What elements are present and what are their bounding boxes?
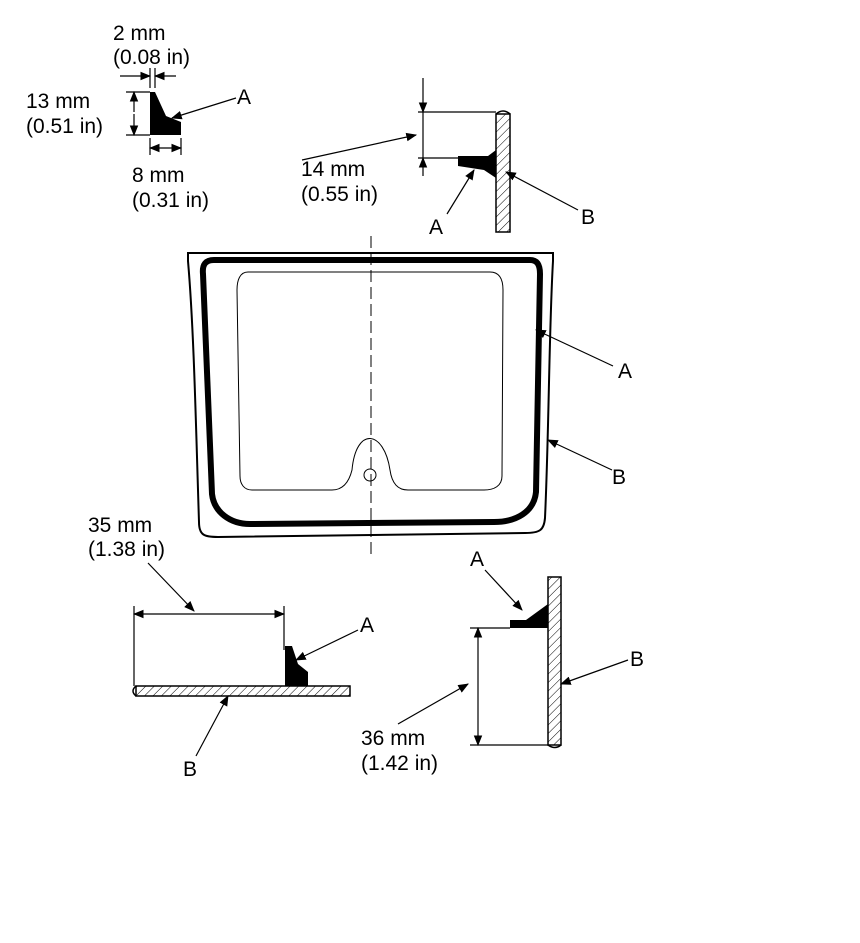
leader-arrow: [484, 569, 523, 611]
leader-arrow: [547, 439, 613, 471]
sensor-circle: [363, 468, 377, 482]
leader-arrow: [535, 329, 614, 367]
dim-width-in: (0.31 in): [132, 189, 209, 212]
leader-arrow: [295, 629, 359, 661]
dim-mm: 35 mm: [88, 514, 152, 537]
detail-bottom-left: 35 mm (1.38 in) A B: [88, 514, 374, 781]
leader-arrow: [170, 97, 237, 120]
dim-width-mm: 8 mm: [132, 164, 185, 187]
label-a: A: [360, 614, 374, 637]
label-a: A: [429, 216, 443, 239]
dim-thickness-in: (0.08 in): [113, 46, 190, 69]
seal-bead: [199, 257, 544, 528]
dim-in: (1.42 in): [361, 752, 438, 775]
dim-height-in: (0.51 in): [26, 115, 103, 138]
leader-arrow: [147, 562, 195, 612]
label-b: B: [183, 758, 197, 781]
dim-mm: 36 mm: [361, 727, 425, 750]
dim-in: (0.55 in): [301, 183, 378, 206]
seal-profile: [150, 92, 181, 135]
dim-in: (1.38 in): [88, 538, 165, 561]
detail-top-right: 14 mm (0.55 in) A B: [301, 78, 595, 239]
glass-outline: [187, 252, 554, 539]
label-a: A: [618, 360, 632, 383]
leader-arrow: [559, 659, 629, 685]
label-b: B: [581, 206, 595, 229]
label-b: B: [630, 648, 644, 671]
inner-glass-area: [236, 271, 504, 491]
seal-profile: [458, 150, 496, 178]
detail-bottom-right: A B 36 mm (1.42 in): [361, 548, 644, 775]
label-a: A: [237, 86, 251, 109]
leader-arrow: [195, 695, 229, 757]
label-a: A: [470, 548, 484, 571]
panel-edge: [132, 685, 137, 697]
dim-mm: 14 mm: [301, 158, 365, 181]
dim-thickness-mm: 2 mm: [113, 22, 166, 45]
leader-arrow: [505, 171, 579, 211]
seal-profile: [285, 646, 308, 686]
panel-edge: [495, 110, 511, 115]
dim-height-mm: 13 mm: [26, 90, 90, 113]
main-view: A B: [187, 236, 632, 556]
leader-arrow: [301, 132, 418, 161]
leader-arrow: [397, 683, 469, 725]
panel-edge: [547, 744, 562, 749]
detail-top-left: 2 mm (0.08 in) 13 mm (0.51 in) 8 mm (0.3…: [26, 22, 251, 212]
panel-section: [135, 685, 351, 697]
leader-arrow: [446, 169, 475, 215]
seal-profile: [510, 604, 548, 628]
label-b: B: [612, 466, 626, 489]
panel-section: [547, 576, 562, 746]
